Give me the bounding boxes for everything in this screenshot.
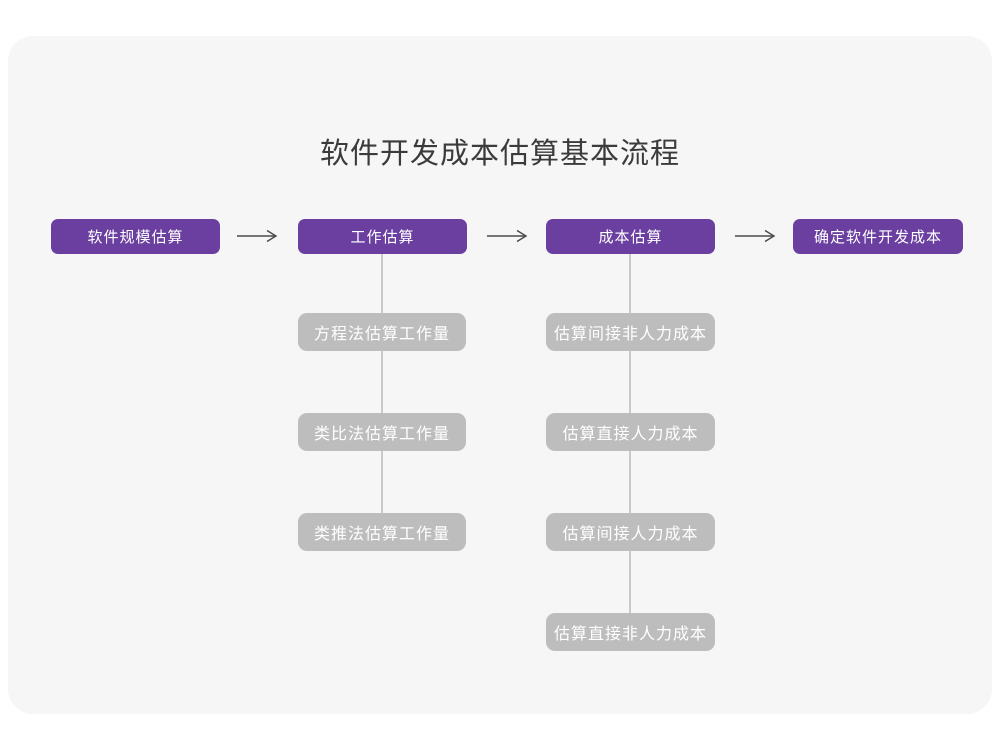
flowchart-card: 软件开发成本估算基本流程 软件规模估算 工作估算 成本估算 确定软件开发成本 方… — [8, 36, 992, 714]
flow-node-direct-nonlabor-cost: 估算直接非人力成本 — [546, 613, 715, 651]
flow-node-direct-labor-cost: 估算直接人力成本 — [546, 413, 715, 451]
right-arrow-icon — [237, 229, 278, 243]
flow-node-indirect-nonlabor-cost: 估算间接非人力成本 — [546, 313, 715, 351]
diagram-title: 软件开发成本估算基本流程 — [319, 138, 680, 170]
flow-node-work-estimation: 工作估算 — [298, 219, 467, 254]
connector-line-work — [381, 254, 383, 513]
right-arrow-icon — [487, 229, 528, 243]
flow-node-extrapolation-method: 类推法估算工作量 — [298, 513, 466, 551]
flow-node-determine-development-cost: 确定软件开发成本 — [793, 219, 963, 254]
flow-node-equation-method: 方程法估算工作量 — [298, 313, 466, 351]
flow-node-software-scale-estimation: 软件规模估算 — [51, 219, 220, 254]
flow-node-analogy-method: 类比法估算工作量 — [298, 413, 466, 451]
flow-node-cost-estimation: 成本估算 — [546, 219, 715, 254]
flow-node-indirect-labor-cost: 估算间接人力成本 — [546, 513, 715, 551]
right-arrow-icon — [735, 229, 776, 243]
